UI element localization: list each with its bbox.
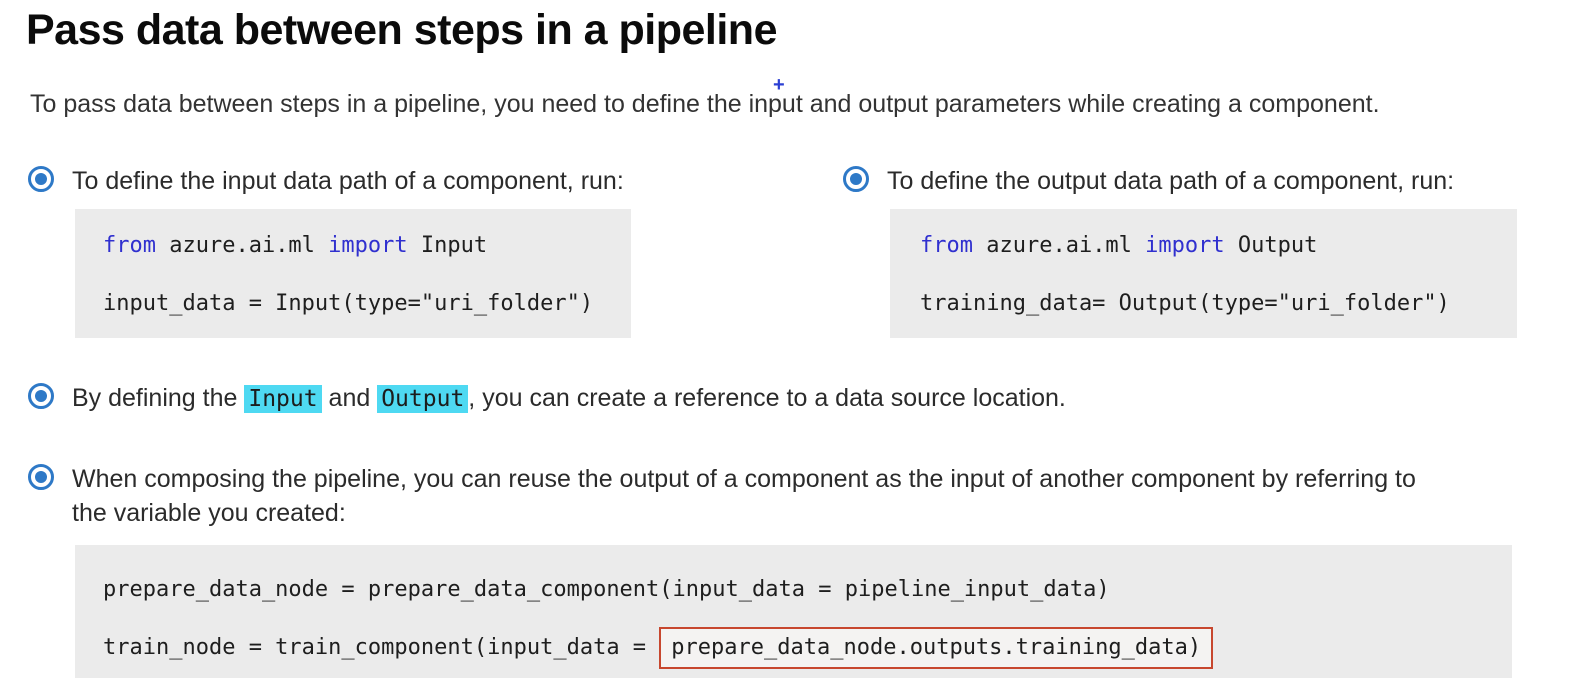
highlight-input: Input <box>244 385 322 413</box>
radio-bullet-icon <box>28 383 54 409</box>
radio-bullet-dot <box>35 471 47 483</box>
code-line: from azure.ai.ml import Input <box>103 233 631 259</box>
reference-text-post: , you can create a reference to a data s… <box>468 384 1066 412</box>
bullet-item-output: To define the output data path of a comp… <box>843 164 1454 198</box>
radio-bullet-icon <box>28 166 54 192</box>
code-line: train_node = train_component(input_data … <box>103 627 1512 669</box>
code-block-input: from azure.ai.ml import Input input_data… <box>75 209 631 338</box>
radio-bullet-dot <box>35 390 47 402</box>
bullet-reference-label: By defining the Input and Output, you ca… <box>72 381 1066 416</box>
code-keyword: import <box>1145 233 1225 258</box>
page-title: Pass data between steps in a pipeline <box>26 6 778 54</box>
code-block-output: from azure.ai.ml import Output training_… <box>890 209 1517 338</box>
bullet-output-label: To define the output data path of a comp… <box>887 167 1455 195</box>
cursor-plus-icon: + <box>773 74 785 96</box>
code-keyword: from <box>920 233 973 258</box>
bullet-input-label: To define the input data path of a compo… <box>72 167 624 195</box>
highlight-output: Output <box>377 385 469 413</box>
code-train-prefix: train_node = train_component(input_data … <box>103 635 660 660</box>
intro-text: To pass data between steps in a pipeline… <box>30 90 1380 118</box>
radio-bullet-icon <box>843 166 869 192</box>
reference-text-pre: By defining the <box>72 384 245 412</box>
code-keyword: from <box>103 233 156 258</box>
code-import-name: Input <box>407 233 488 258</box>
code-block-pipeline: prepare_data_node = prepare_data_compone… <box>75 545 1512 678</box>
code-module: azure.ai.ml <box>972 233 1146 258</box>
code-keyword: import <box>328 233 408 258</box>
bullet-item-compose: When composing the pipeline, you can reu… <box>28 462 1448 530</box>
bullet-item-input: To define the input data path of a compo… <box>28 164 624 198</box>
bullet-compose-label: When composing the pipeline, you can reu… <box>72 465 1416 527</box>
code-line: training_data= Output(type="uri_folder") <box>920 291 1450 316</box>
radio-bullet-icon <box>28 464 54 490</box>
red-annotation-box: prepare_data_node.outputs.training_data) <box>659 627 1214 669</box>
bullet-item-reference: By defining the Input and Output, you ca… <box>28 381 1066 416</box>
radio-bullet-dot <box>850 173 862 185</box>
code-module: azure.ai.ml <box>155 233 329 258</box>
code-import-name: Output <box>1224 233 1318 258</box>
reference-text-mid: and <box>321 384 378 412</box>
code-line: from azure.ai.ml import Output <box>920 233 1517 259</box>
code-line: prepare_data_node = prepare_data_compone… <box>103 577 1110 602</box>
radio-bullet-dot <box>35 173 47 185</box>
code-line: input_data = Input(type="uri_folder") <box>103 291 594 316</box>
